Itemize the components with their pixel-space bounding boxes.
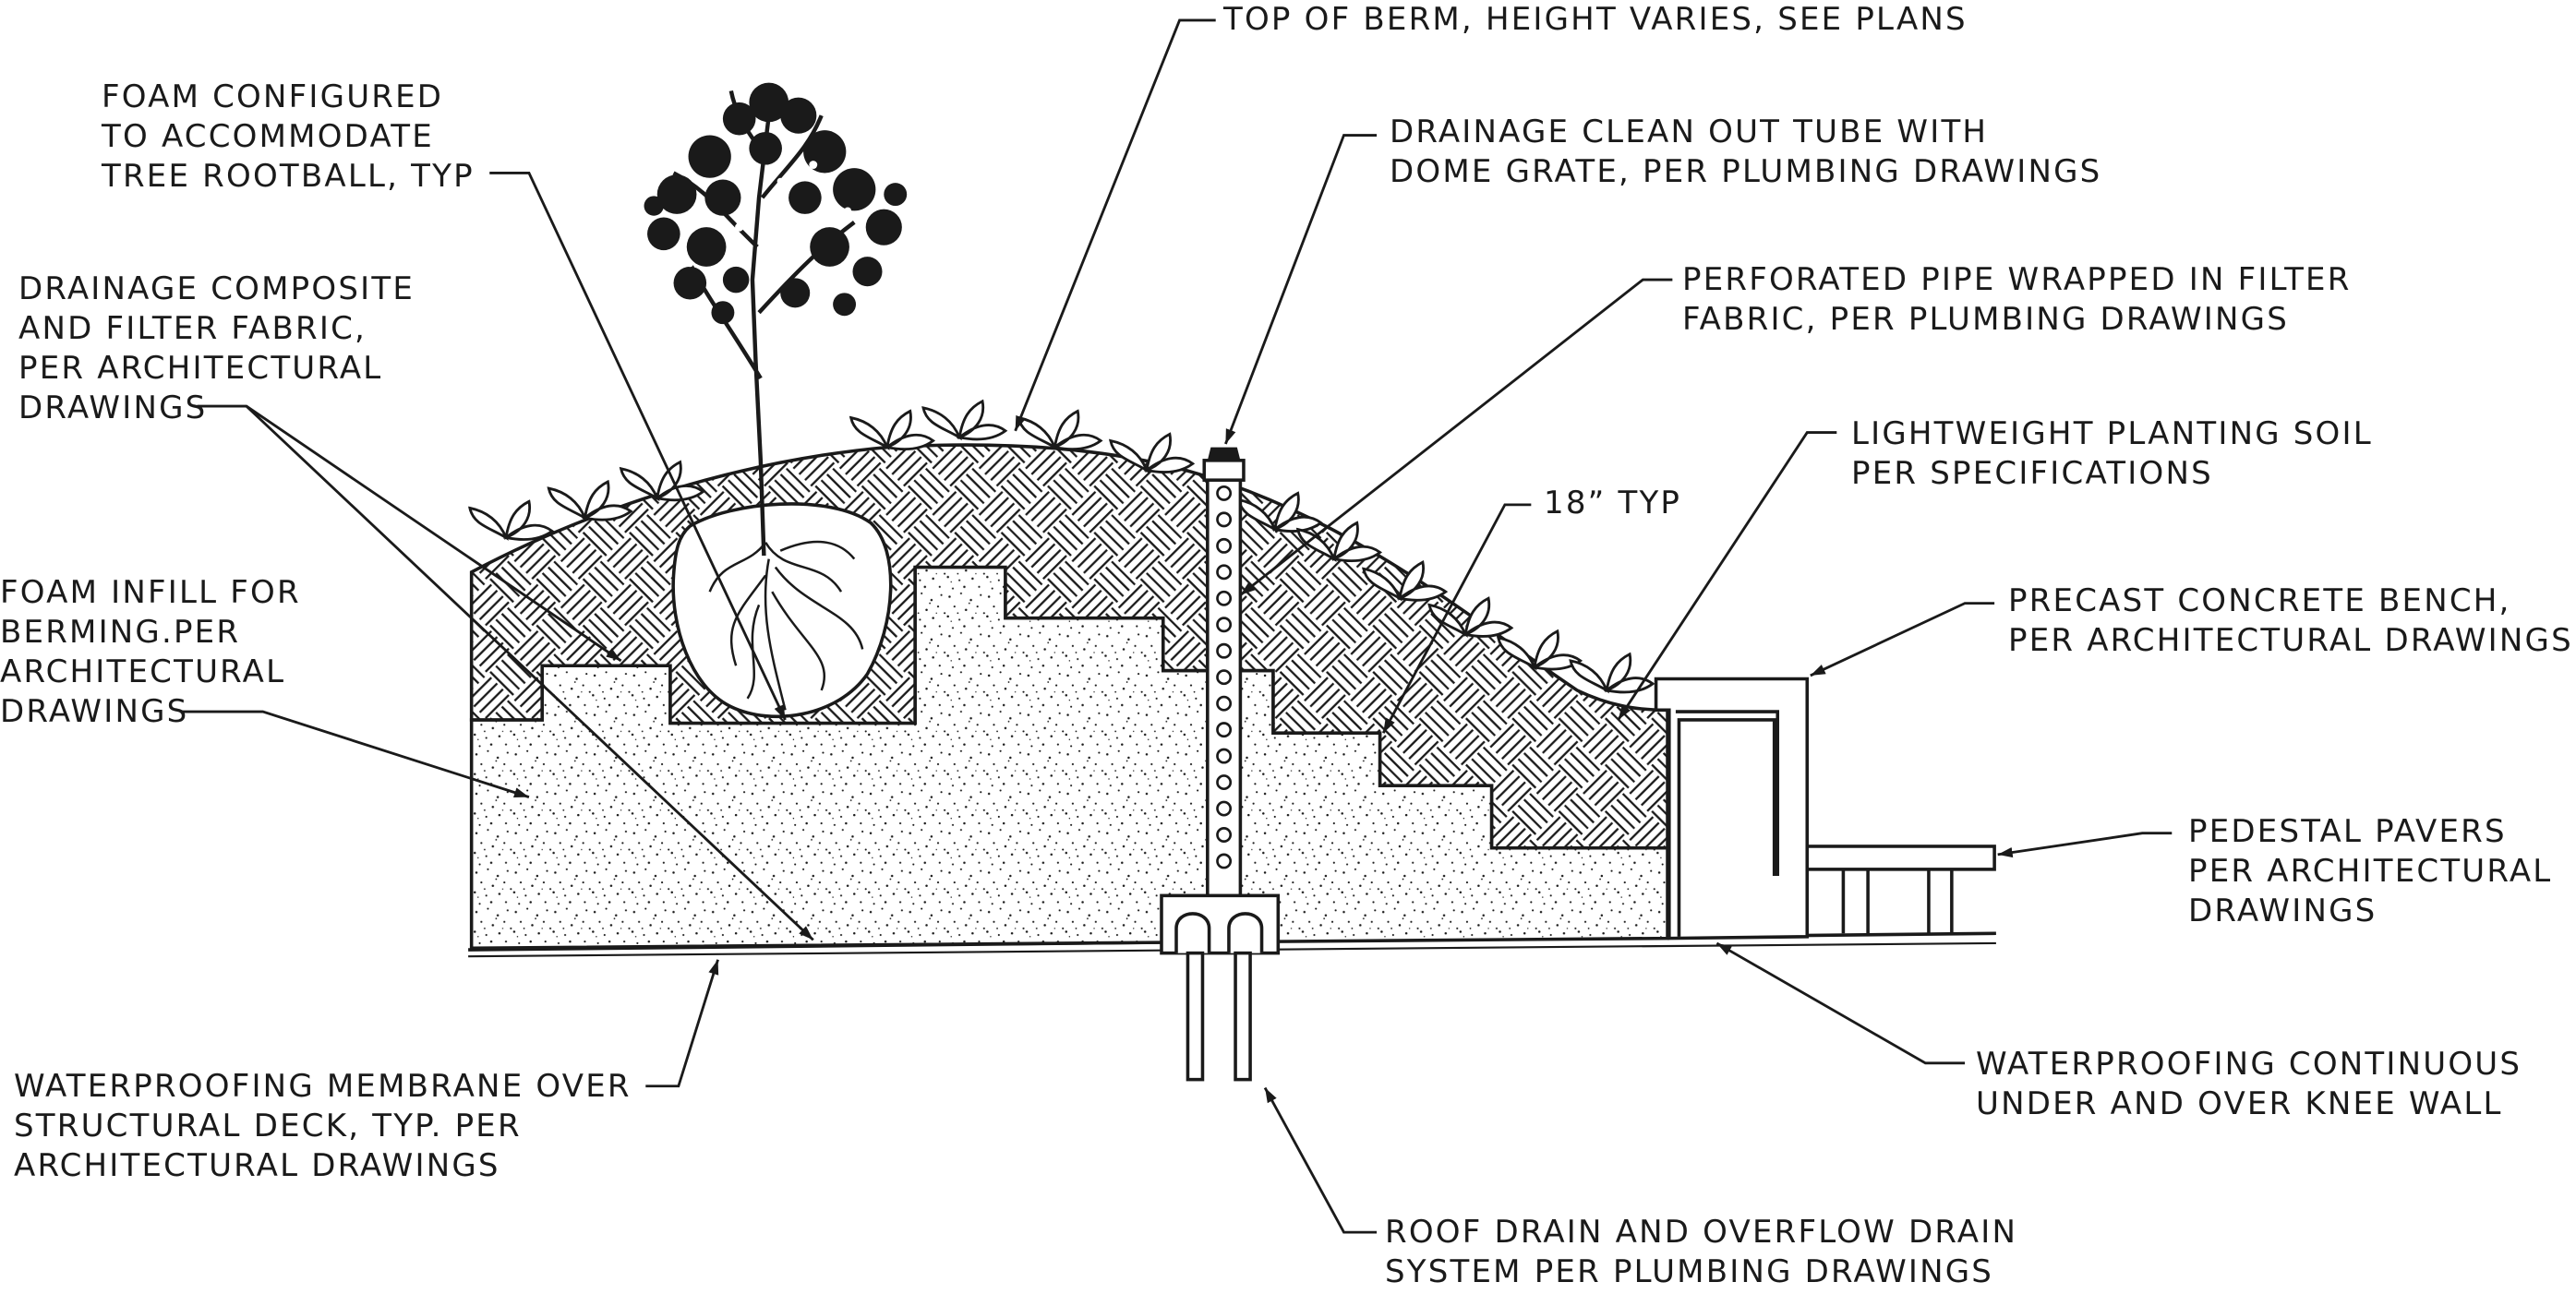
label-line: PER ARCHITECTURAL bbox=[18, 350, 383, 387]
label-line: STRUCTURAL DECK, TYP. PER bbox=[14, 1108, 522, 1144]
label-line: SYSTEM PER PLUMBING DRAWINGS bbox=[1385, 1253, 1994, 1290]
tree-illustration bbox=[644, 82, 908, 557]
label-top-of-berm: TOP OF BERM, HEIGHT VARIES, SEE PLANS bbox=[1223, 0, 1968, 40]
label-line: 18” TYP bbox=[1544, 485, 1682, 521]
label-line: AND FILTER FABRIC, bbox=[18, 310, 367, 347]
label-line: DRAWINGS bbox=[0, 693, 189, 730]
label-line: BERMING.PER bbox=[0, 614, 241, 651]
label-line: WATERPROOFING CONTINUOUS bbox=[1976, 1046, 2522, 1083]
label-line: TREE ROOTBALL, TYP bbox=[102, 158, 475, 195]
label-line: ROOF DRAIN AND OVERFLOW DRAIN bbox=[1385, 1214, 2018, 1251]
label-line: PERFORATED PIPE WRAPPED IN FILTER bbox=[1682, 261, 2352, 298]
groundcover-plants bbox=[468, 399, 1655, 694]
label-line: ARCHITECTURAL bbox=[0, 653, 286, 690]
label-line: PER SPECIFICATIONS bbox=[1851, 455, 2213, 492]
label-line: PER ARCHITECTURAL DRAWINGS bbox=[2008, 622, 2573, 659]
leader-lines bbox=[180, 18, 2173, 1234]
label-dimension-18-typ: 18” TYP bbox=[1544, 484, 1681, 523]
label-line: FOAM INFILL FOR bbox=[0, 574, 301, 611]
label-line: DRAINAGE CLEAN OUT TUBE WITH bbox=[1390, 114, 1989, 150]
label-line: WATERPROOFING MEMBRANE OVER bbox=[14, 1068, 632, 1105]
label-line: UNDER AND OVER KNEE WALL bbox=[1976, 1085, 2503, 1122]
label-line: DRAWINGS bbox=[2188, 893, 2377, 929]
pedestal-pavers bbox=[1805, 845, 1996, 934]
label-line: ARCHITECTURAL DRAWINGS bbox=[14, 1147, 500, 1184]
tree-rootball bbox=[671, 502, 893, 718]
roof-drain bbox=[1160, 893, 1281, 1082]
label-line: PRECAST CONCRETE BENCH, bbox=[2008, 582, 2511, 619]
label-line: DRAWINGS bbox=[18, 389, 208, 426]
label-line: DOME GRATE, PER PLUMBING DRAWINGS bbox=[1390, 153, 2102, 190]
label-concrete-bench: PRECAST CONCRETE BENCH,PER ARCHITECTURAL… bbox=[2008, 581, 2573, 661]
cleanout-tube bbox=[1202, 447, 1246, 903]
label-line: PER ARCHITECTURAL bbox=[2188, 853, 2553, 890]
label-line: TOP OF BERM, HEIGHT VARIES, SEE PLANS bbox=[1223, 1, 1968, 38]
label-line: LIGHTWEIGHT PLANTING SOIL bbox=[1851, 415, 2373, 452]
label-line: TO ACCOMMODATE bbox=[102, 118, 434, 155]
label-line: FOAM CONFIGURED bbox=[102, 78, 444, 115]
label-line: DRAINAGE COMPOSITE bbox=[18, 270, 415, 307]
label-line: PEDESTAL PAVERS bbox=[2188, 813, 2507, 850]
label-line: FABRIC, PER PLUMBING DRAWINGS bbox=[1682, 301, 2289, 338]
concrete-bench bbox=[1654, 677, 1810, 941]
